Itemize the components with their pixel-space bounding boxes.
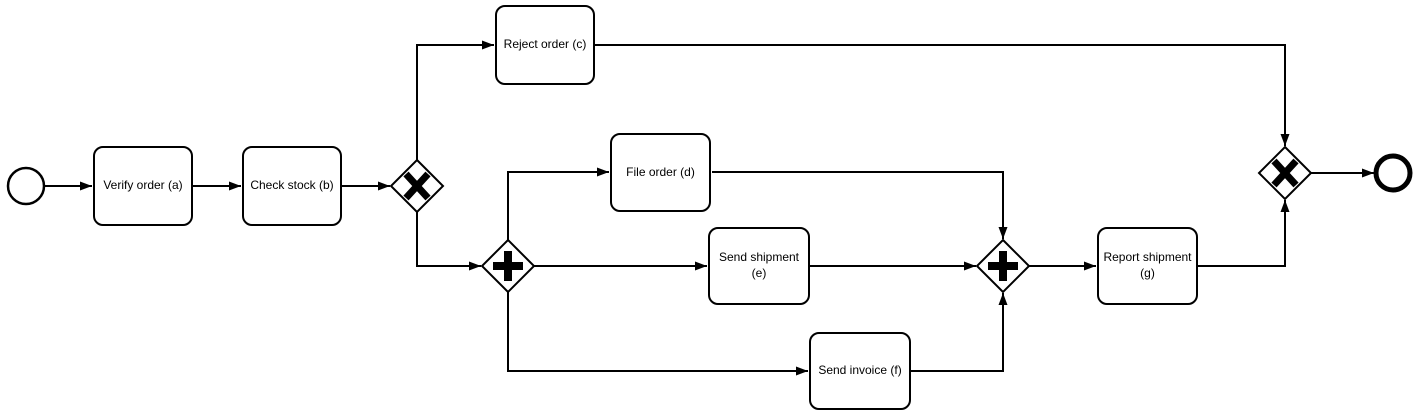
flow-xor-split-to-reject-order	[416, 40, 494, 160]
task-label: Reject order (c)	[503, 37, 587, 52]
flow-and-split-to-file-order	[507, 167, 609, 240]
task-report-shipment[interactable]: Report shipment (g)	[1097, 227, 1198, 305]
task-reject-order[interactable]: Reject order (c)	[495, 5, 595, 85]
start-event[interactable]	[6, 166, 46, 206]
flow-file-order-to-and-join	[712, 171, 1008, 239]
task-label: Check stock (b)	[250, 178, 334, 193]
task-send-shipment[interactable]: Send shipment (e)	[708, 227, 810, 305]
end-event[interactable]	[1373, 153, 1413, 193]
task-label: Verify order (a)	[103, 178, 183, 193]
exclusive-gateway-join[interactable]	[1257, 145, 1313, 201]
plus-marker-icon	[493, 251, 523, 281]
task-send-invoice[interactable]: Send invoice (f)	[809, 332, 911, 410]
exclusive-gateway-split[interactable]	[389, 158, 445, 214]
flow-reject-order-to-xor-join	[595, 44, 1290, 146]
task-verify-order[interactable]: Verify order (a)	[93, 146, 193, 226]
flow-xor-split-to-and-split	[416, 212, 481, 271]
task-label: Send shipment (e)	[718, 250, 800, 280]
flow-and-split-to-send-invoice	[507, 292, 808, 376]
x-marker-icon	[1271, 158, 1299, 188]
task-label: Report shipment (g)	[1103, 250, 1192, 280]
task-check-stock[interactable]: Check stock (b)	[242, 146, 342, 226]
plus-marker-icon	[988, 251, 1018, 281]
flow-send-invoice-to-and-join	[911, 293, 1008, 372]
flow-report-shipment-to-xor-join	[1198, 200, 1290, 267]
task-label: File order (d)	[626, 164, 695, 179]
parallel-gateway-split[interactable]	[480, 238, 536, 294]
x-marker-icon	[403, 171, 431, 201]
task-label: Send invoice (f)	[818, 363, 902, 378]
parallel-gateway-join[interactable]	[975, 238, 1031, 294]
task-file-order[interactable]: File order (d)	[610, 133, 711, 212]
